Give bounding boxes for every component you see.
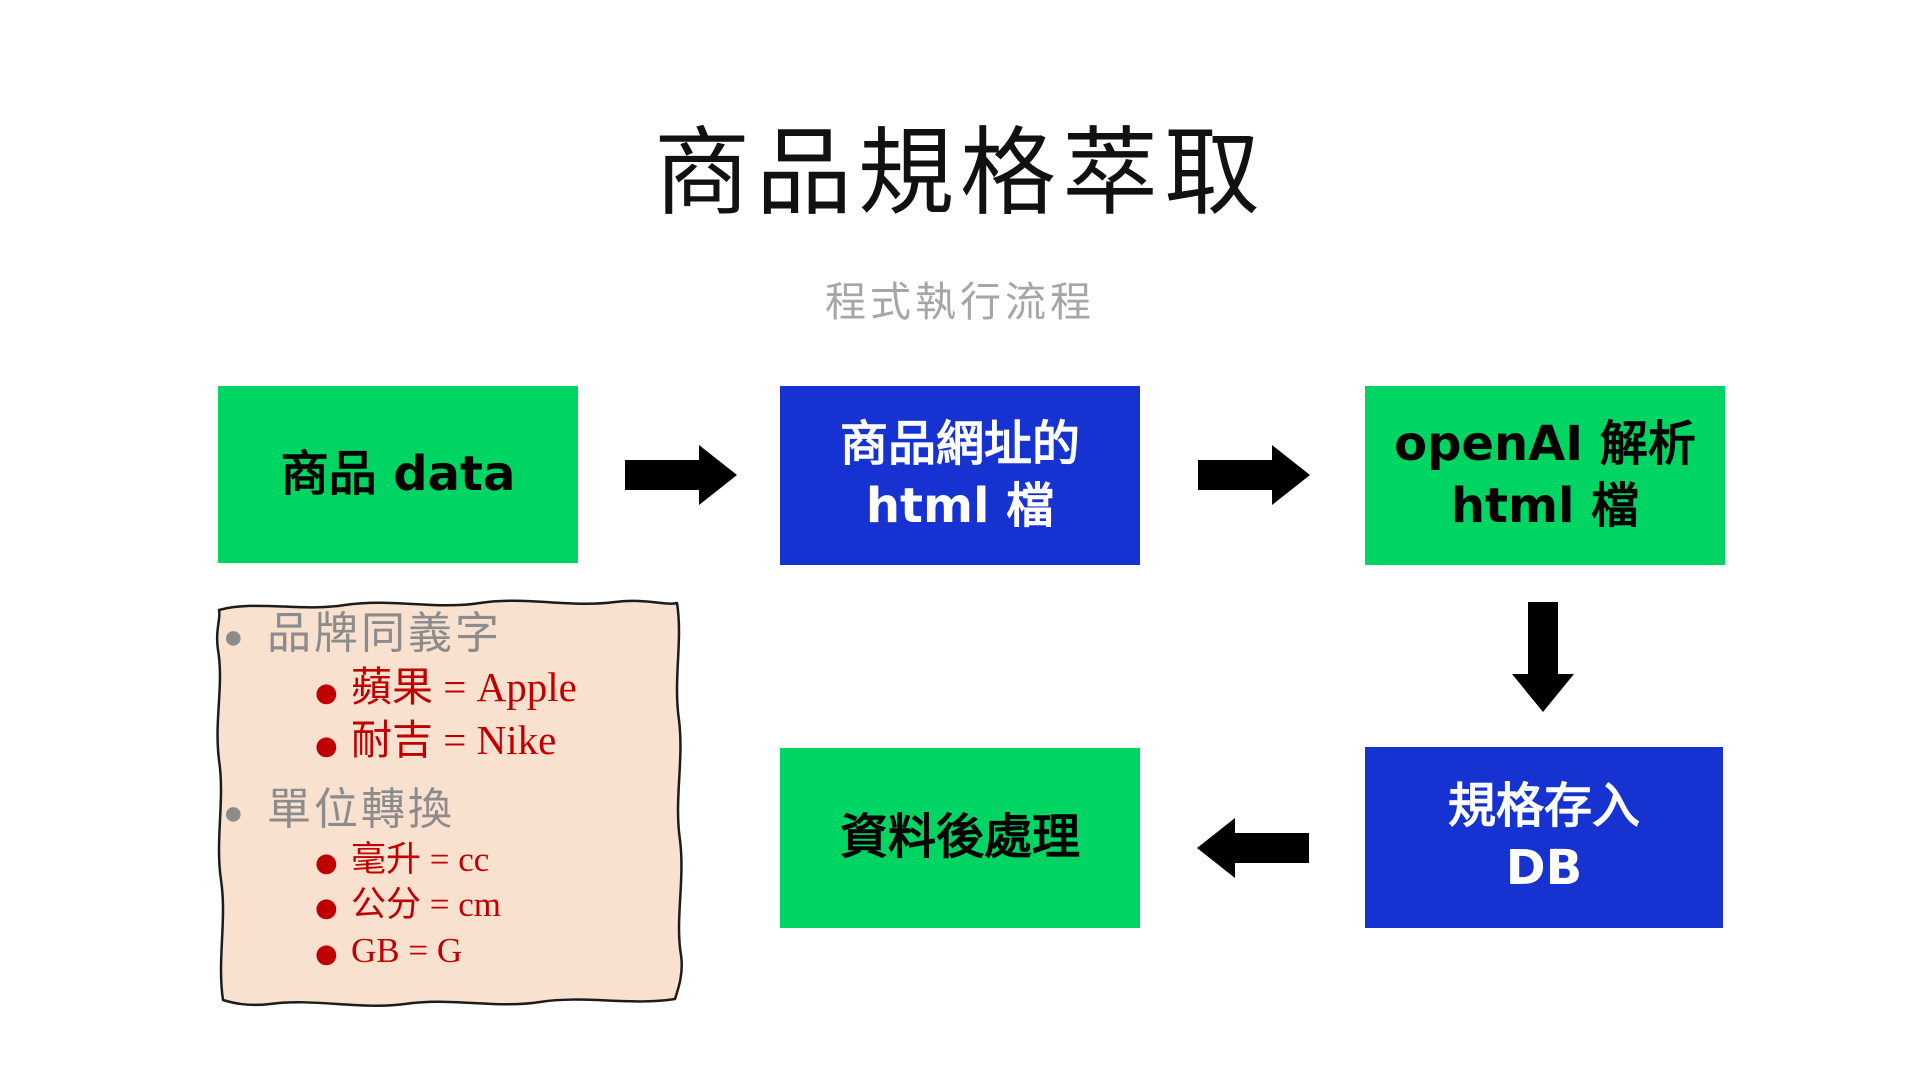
flow-box-data-post-processing: 資料後處理: [780, 748, 1140, 928]
bullet-icon: ●: [315, 678, 338, 708]
note-heading-label: 單位轉換: [267, 783, 455, 835]
note-border-icon: [215, 599, 683, 1007]
note-item-label: 公分 = cm: [351, 885, 501, 925]
arrow-right-icon: [625, 445, 737, 509]
bullet-icon: ●: [223, 792, 247, 833]
note-item-nike: ● 耐吉 = Nike: [223, 714, 680, 767]
flow-box-product-url-html: 商品網址的 html 檔: [780, 386, 1140, 565]
page-subtitle: 程式執行流程: [825, 278, 1095, 326]
bullet-icon: ●: [315, 731, 338, 762]
arrow-right-icon: [1198, 445, 1310, 509]
note-heading-label: 品牌同義字: [267, 608, 502, 659]
flow-box-spec-save-db: 規格存入 DB: [1365, 747, 1723, 928]
note-item-label: 蘋果 = Apple: [351, 664, 577, 710]
arrow-left-icon: [1197, 818, 1309, 882]
note-heading-unit-conversion: ● 單位轉換: [223, 782, 680, 837]
note-item-label: GB = G: [351, 930, 463, 970]
arrow-down-icon: [1512, 602, 1574, 716]
note-heading-brand-synonyms: ● 品牌同義字: [223, 606, 680, 661]
note-item-label: 毫升 = cc: [351, 839, 490, 879]
note-item-label: 耐吉 = Nike: [351, 717, 557, 764]
bullet-icon: ●: [223, 617, 247, 657]
note-item-gb-g: ● GB = G: [223, 928, 680, 974]
flow-box-openai-parse-html: openAI 解析 html 檔: [1365, 386, 1725, 565]
note-item-cm: ● 公分 = cm: [223, 882, 680, 928]
bullet-icon: ●: [315, 938, 338, 969]
page-title: 商品規格萃取: [654, 117, 1266, 229]
bullet-icon: ●: [315, 893, 338, 924]
note-item-apple: ● 蘋果 = Apple: [223, 661, 680, 714]
bullet-icon: ●: [315, 847, 338, 878]
note-annotations: ● 品牌同義字 ● 蘋果 = Apple ● 耐吉 = Nike ● 單位轉換 …: [205, 590, 690, 1015]
flow-box-product-data: 商品 data: [218, 386, 578, 563]
note-item-ml-cc: ● 毫升 = cc: [223, 837, 680, 883]
